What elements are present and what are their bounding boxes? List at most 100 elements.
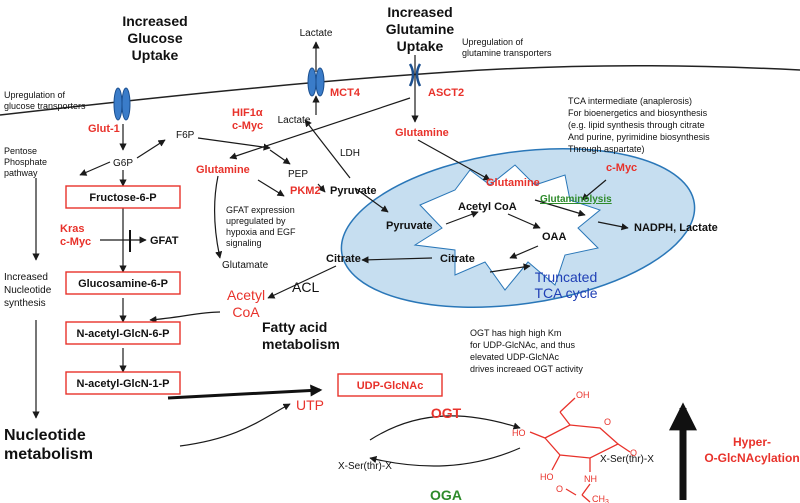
pyruvate-cycle-label: Pyruvate [386, 220, 432, 232]
asct2-label: ASCT2 [428, 87, 464, 99]
glutaminolysis-label: Glutaminolysis [540, 194, 612, 205]
kras-label: Kras [60, 223, 84, 235]
mct4-transporter [307, 67, 325, 97]
svg-text:for UDP-GlcNAc, and thus: for UDP-GlcNAc, and thus [470, 340, 576, 350]
glucose-transporters-line1: Upregulation of [4, 90, 66, 100]
hyper-line2: O-GlcNAcylation [704, 451, 799, 465]
ldh-label: LDH [340, 148, 360, 159]
pyruvate-label: Pyruvate [330, 185, 376, 197]
svg-text:Through aspartate): Through aspartate) [568, 144, 645, 154]
svg-text:(e.g. lipid synthesis through: (e.g. lipid synthesis through citrate [568, 120, 705, 130]
asct2-transporter [408, 63, 422, 87]
hif1a-label: HIF1α [232, 107, 263, 119]
cmyc-right-label: c-Myc [606, 162, 637, 174]
svg-text:NH: NH [584, 474, 597, 484]
udp-glcnac-label: UDP-GlcNAc [357, 380, 424, 392]
svg-text:TCA intermediate (anaplerosis): TCA intermediate (anaplerosis) [568, 96, 692, 106]
lactate-extracellular: Lactate [300, 28, 333, 39]
glut1-transporter [113, 87, 131, 121]
svg-text:For bioenergetics and biosynth: For bioenergetics and biosynthesis [568, 108, 708, 118]
udp-glcnac-box [337, 373, 443, 397]
pentose-line3: pathway [4, 168, 38, 178]
svg-text:O: O [556, 484, 563, 494]
oga-label: OGA [430, 487, 462, 503]
increased-nucleotide-line2: Nucleotide [4, 285, 52, 296]
pkm2-label: PKM2 [290, 185, 321, 197]
svg-text:Glutamine: Glutamine [386, 21, 455, 37]
glutamine-uptake-title: Increased Glutamine Uptake [386, 4, 455, 54]
svg-text:Uptake: Uptake [132, 47, 179, 63]
cmyc-left-label: c-Myc [60, 236, 91, 248]
svg-text:And purine, pyrimidine biosynt: And purine, pyrimidine biosynthesis [568, 132, 710, 142]
nacetyl6p-label: N-acetyl-GlcN-6-P [77, 328, 170, 340]
acetyl-coa-cycle-label: Acetyl CoA [458, 201, 517, 213]
nucleotide-metabolism-line2: metabolism [4, 446, 93, 463]
gfat-note: GFAT expression upregulated by hypoxia a… [226, 205, 296, 248]
cmyc-top-label: c-Myc [232, 120, 263, 132]
nadph-lactate-label: NADPH, Lactate [634, 222, 718, 234]
lactate-intracellular: Lactate [278, 115, 311, 126]
glutamine-cycle-label: Glutamine [486, 177, 540, 189]
tca-note: TCA intermediate (anaplerosis) For bioen… [568, 96, 710, 154]
glut1-label: Glut-1 [88, 123, 120, 135]
fructose6p-label: Fructose-6-P [89, 192, 156, 204]
svg-text:drives increaed OGT activity: drives increaed OGT activity [470, 364, 583, 374]
pentose-line2: Phosphate [4, 157, 47, 167]
fatty-acid-line1: Fatty acid [262, 319, 327, 335]
g6p-label: G6P [113, 158, 133, 169]
truncated-line1: Truncated [535, 269, 598, 285]
acetyl-coa-red-line2: CoA [232, 304, 260, 320]
glutamate-label: Glutamate [222, 260, 269, 271]
citrate-cycle-label: Citrate [440, 253, 475, 265]
nacetyl-glcn-6-p-box [65, 321, 181, 345]
xser-right-label: X-Ser(thr)-X [600, 454, 654, 465]
acl-label: ACL [292, 279, 319, 295]
acetyl-coa-red-line1: Acetyl [227, 287, 265, 303]
glucosamine-6-p-box [65, 271, 181, 295]
svg-text:signaling: signaling [226, 238, 262, 248]
truncated-line2: TCA cycle [534, 285, 597, 301]
svg-text:OH: OH [576, 390, 590, 400]
glutamine-transporters-line1: Upregulation of [462, 37, 524, 47]
citrate-out-label: Citrate [326, 253, 361, 265]
svg-text:CH3: CH3 [592, 494, 609, 503]
sugar-atom-labels: OH HO HO O O NH O CH3 [512, 390, 637, 503]
svg-text:HO: HO [540, 472, 554, 482]
utp-label: UTP [296, 397, 324, 413]
glutamine-left-label: Glutamine [196, 164, 250, 176]
pentose-line1: Pentose [4, 146, 37, 156]
xser-left-label: X-Ser(thr)-X [338, 461, 392, 472]
oaa-label: OAA [542, 231, 567, 243]
pep-label: PEP [288, 169, 308, 180]
tca-star [413, 164, 602, 291]
glutamine-transporters-line2: glutamine transporters [462, 48, 552, 58]
gfat-label: GFAT [150, 235, 179, 247]
svg-text:Increased: Increased [387, 4, 452, 20]
cell-membrane [0, 64, 800, 116]
pathway-arrows [32, 41, 697, 500]
glucose-uptake-title: Increased Glucose Uptake [122, 13, 187, 63]
nacetyl-glcn-1-p-box [65, 371, 181, 395]
svg-text:Glucose: Glucose [127, 30, 182, 46]
glcnac-sugar-structure [529, 397, 631, 503]
glutamine-right-label: Glutamine [395, 127, 449, 139]
svg-text:HO: HO [512, 428, 526, 438]
nacetyl1p-label: N-acetyl-GlcN-1-P [77, 378, 170, 390]
fructose-6-p-box [65, 185, 181, 209]
f6p-label: F6P [176, 130, 195, 141]
fatty-acid-line2: metabolism [262, 336, 340, 352]
svg-text:OGT has high high Km: OGT has high high Km [470, 328, 561, 338]
svg-text:GFAT expression: GFAT expression [226, 205, 295, 215]
nucleotide-metabolism-line1: Nucleotide [4, 427, 86, 444]
glucosamine6p-label: Glucosamine-6-P [78, 278, 168, 290]
svg-text:hypoxia and EGF: hypoxia and EGF [226, 227, 296, 237]
svg-text:elevated UDP-GlcNAc: elevated UDP-GlcNAc [470, 352, 560, 362]
ogt-note: OGT has high high Km for UDP-GlcNAc, and… [470, 328, 583, 374]
svg-text:upregulated by: upregulated by [226, 216, 286, 226]
svg-text:O: O [630, 448, 637, 458]
increased-nucleotide-line1: Increased [4, 272, 48, 283]
glucose-transporters-line2: glucose transporters [4, 101, 86, 111]
svg-text:O: O [604, 417, 611, 427]
svg-text:Increased: Increased [122, 13, 187, 29]
